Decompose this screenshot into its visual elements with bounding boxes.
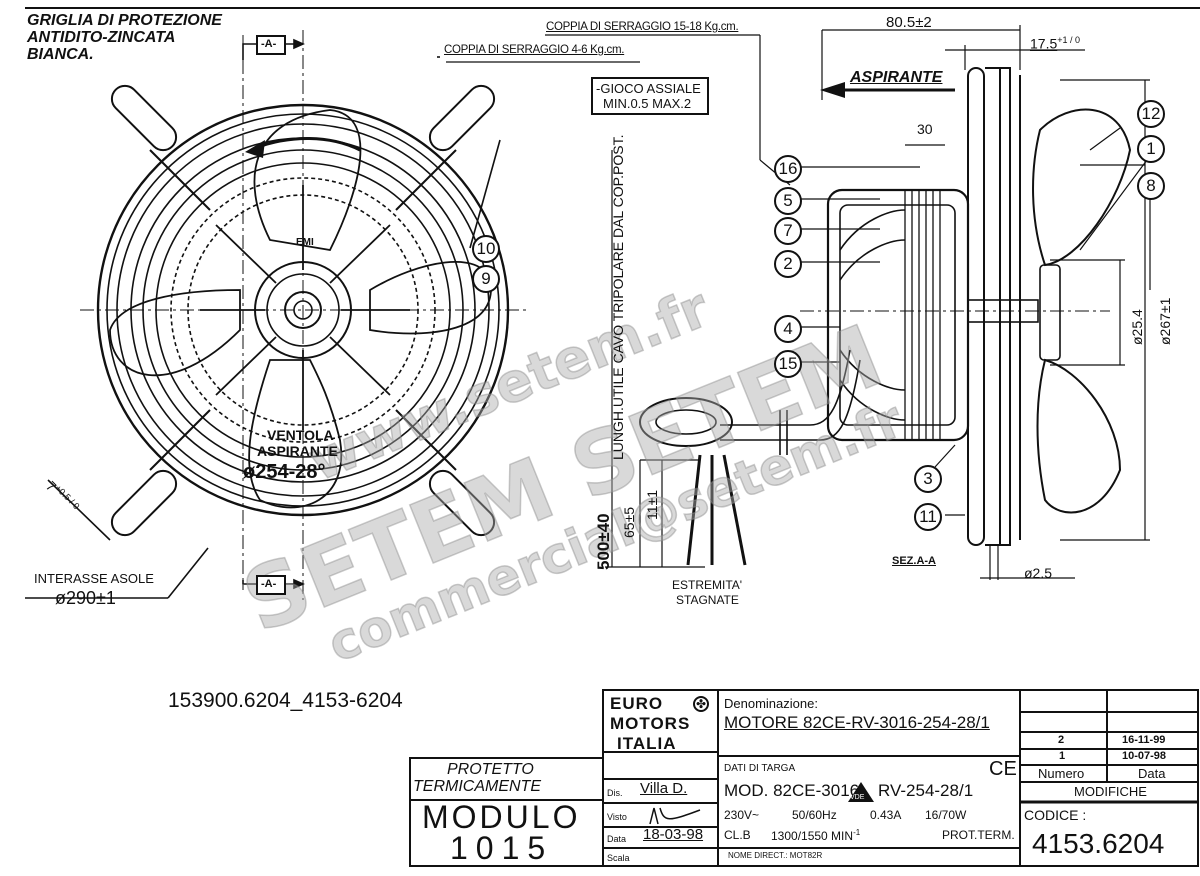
- section-marker-bottom: -A-: [256, 575, 286, 595]
- dir-name: NOME DIRECT.: MOT82R: [728, 851, 823, 860]
- grille-note-line2: ANTIDITO-ZINCATA: [27, 29, 176, 46]
- revision-number: 1: [1059, 750, 1066, 762]
- balloon-8: 8: [1137, 172, 1165, 200]
- dim-offset-tolerance: +1 / 0: [1057, 35, 1081, 45]
- module-number: 1015: [450, 830, 554, 866]
- revision-date: 16-11-99: [1122, 734, 1166, 746]
- balloon-2: 2: [774, 250, 802, 278]
- dim-11: 11±1: [644, 489, 660, 520]
- rev-header-number: Numero: [1038, 766, 1085, 781]
- rating-label: DATI DI TARGA: [724, 763, 796, 774]
- voltage: 230V~: [724, 808, 760, 822]
- module-label: MODULO: [422, 799, 581, 835]
- current: 0.43A: [870, 808, 902, 822]
- balloon-15: 15: [774, 350, 802, 378]
- vde-mark-icon: [848, 782, 874, 802]
- dim-stator: 30: [917, 121, 933, 137]
- torque-note-high: COPPIA DI SERRAGGIO 15-18 Kg.cm.: [546, 21, 739, 33]
- grille-front-view: [25, 30, 530, 600]
- code-label: CODICE :: [1024, 807, 1087, 823]
- drawn-by: Villa D.: [640, 780, 688, 797]
- thermal-protection: PROT.TERM.: [942, 828, 1015, 842]
- model-prefix: MOD. 82CE-3016: [724, 781, 860, 800]
- torque-note-low: COPPIA DI SERRAGGIO 4-6 Kg.cm.: [444, 44, 625, 56]
- model-suffix: RV-254-28/1: [878, 781, 974, 800]
- dim-offset: 17.5+1 / 0: [1030, 35, 1081, 52]
- dim-fan-dia: ø267±1: [1157, 297, 1173, 345]
- cable-length-value: 500±40: [594, 513, 613, 570]
- dim-overall-depth: 80.5±2: [886, 14, 932, 31]
- balloon-3: 3: [914, 465, 942, 493]
- ce-mark: CE: [989, 758, 1017, 780]
- balloon-16: 16: [774, 155, 802, 183]
- balloon-5: 5: [774, 187, 802, 215]
- power: 16/70W: [925, 808, 967, 822]
- grille-note-line1: GRIGLIA DI PROTEZIONE: [27, 12, 222, 29]
- rev-header-date: Data: [1138, 766, 1166, 781]
- grille-note-line3: BIANCA.: [27, 46, 94, 63]
- title-block-frame: [409, 689, 1199, 867]
- balloon-9: 9: [472, 265, 500, 293]
- denomination-label: Denominazione:: [724, 696, 818, 711]
- balloon-12: 12: [1137, 100, 1165, 128]
- dim-wire-dia: ø2.5: [1024, 565, 1053, 581]
- section-label: SEZ.A-A: [892, 555, 936, 567]
- section-marker-top: -A-: [256, 35, 286, 55]
- signature-icon: [649, 807, 701, 825]
- file-id: 153900.6204_4153-6204: [168, 689, 403, 712]
- balloon-1: 1: [1137, 135, 1165, 163]
- checked-label: Visto: [607, 812, 627, 822]
- scale-label: Scala: [607, 853, 630, 863]
- code-value: 4153.6204: [1032, 828, 1165, 859]
- insulation-class: CL.B: [724, 828, 751, 842]
- balloon-11: 11: [914, 503, 942, 531]
- balloon-7: 7: [774, 217, 802, 245]
- frequency: 50/60Hz: [792, 808, 837, 822]
- fan-logo-icon: ✤: [693, 696, 709, 712]
- speed: 1300/1550 MIN-1: [771, 828, 861, 843]
- drawn-label: Dis.: [607, 788, 623, 798]
- axial-play-note: -GIOCO ASSIALE MIN.0.5 MAX.2: [591, 77, 709, 115]
- revision-date: 10-07-98: [1122, 750, 1167, 762]
- flow-direction-label: ASPIRANTE: [850, 69, 943, 86]
- dim-65: 65±5: [621, 506, 637, 538]
- motor-side-section: [446, 25, 1151, 580]
- balloon-4: 4: [774, 315, 802, 343]
- drawing-date: 18-03-98: [643, 826, 704, 843]
- revision-number: 2: [1058, 734, 1065, 746]
- modifications-label: MODIFICHE: [1074, 784, 1147, 799]
- denomination-value: MOTORE 82CE-RV-3016-254-28/1: [724, 713, 990, 732]
- emi-mark: EMI: [296, 237, 314, 248]
- balloon-10: 10: [472, 235, 500, 263]
- date-label: Data: [607, 834, 627, 844]
- vde-mark-text: VDE: [850, 794, 865, 801]
- dim-hub-dia: ø25.4: [1129, 309, 1145, 345]
- cable-length-note: LUNGH.UTILE CAVO TRIPOLARE DAL COP.POST.: [610, 134, 626, 460]
